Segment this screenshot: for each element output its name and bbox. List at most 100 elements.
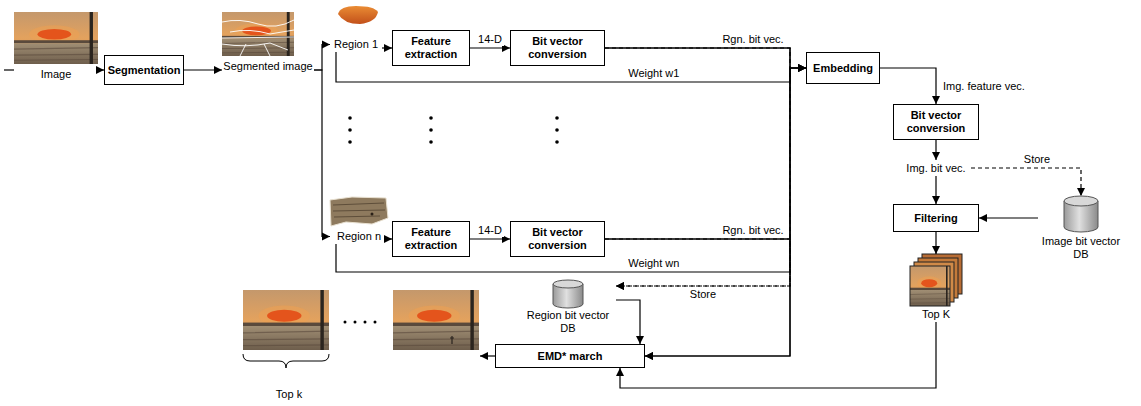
region-n-picture (330, 197, 388, 226)
database-node: Region bit vector DB (520, 280, 616, 336)
process-box: EMD* march (495, 344, 645, 368)
node-text: Top K (922, 308, 950, 321)
dot (348, 116, 352, 120)
input-line (4, 69, 14, 70)
node-text: Image (41, 68, 72, 81)
region-node: Region n (330, 194, 388, 244)
flow-arrow (605, 48, 806, 68)
database-node: Image bit vector DB (1038, 196, 1124, 262)
dot (429, 128, 433, 132)
node-text: Embedding (813, 62, 873, 75)
top-k-stack (910, 254, 962, 306)
flow-arrow (616, 300, 640, 344)
region-1-picture (338, 6, 378, 24)
edge-label: Store (688, 288, 718, 301)
node-text: Bit vector conversion (899, 109, 973, 135)
bracket (243, 354, 329, 368)
wood-strip (330, 197, 388, 226)
store-arrow (605, 239, 790, 286)
flow-arrow (880, 68, 936, 104)
person-figure (450, 336, 454, 344)
result-images (243, 290, 479, 368)
edge-label: 14-D (476, 224, 504, 237)
node-text: Bit vector conversion (516, 226, 599, 252)
result-image (243, 290, 329, 350)
region-node: Region 1 (330, 4, 382, 52)
node-text: Feature extraction (398, 226, 464, 252)
process-box: Bit vector conversion (510, 221, 605, 257)
dot (344, 321, 347, 324)
result-image (393, 290, 479, 350)
flow-arrow (314, 70, 330, 237)
stack-front (910, 266, 950, 306)
wood-knot (371, 213, 374, 216)
dot (364, 321, 367, 324)
image-node: Image (14, 12, 98, 82)
image-db-cylinder (1064, 196, 1098, 232)
store-arrow (605, 48, 790, 286)
edge-label: Rgn. bit vec. (720, 224, 785, 237)
image-stack-node: Top K (906, 254, 966, 322)
flow-arrow (979, 217, 1038, 218)
flow-arrow (382, 47, 392, 48)
node-text: Region n (337, 230, 381, 243)
flow-arrow (605, 68, 806, 239)
store-arrow (971, 168, 1081, 196)
dot (374, 321, 377, 324)
process-box: Embedding (806, 52, 880, 84)
stack-front-border (910, 266, 950, 306)
dot (348, 128, 352, 132)
node-text: Region bit vector DB (520, 309, 616, 335)
flow-arrow (605, 239, 790, 356)
node-text: Img. bit vec. (906, 162, 965, 175)
result-node: Top k (240, 288, 480, 402)
dot (429, 116, 433, 120)
process-box: Feature extraction (392, 221, 470, 257)
flow-arrow (935, 232, 936, 254)
process-box: Feature extraction (392, 30, 470, 66)
image-node: Segmented image (222, 12, 314, 74)
edge-label: Weight wn (626, 257, 681, 270)
node-text: Segmentation (108, 64, 181, 77)
edge-label: Weight w1 (626, 67, 681, 80)
node-text: Feature extraction (398, 35, 464, 61)
node-text: Region 1 (334, 38, 378, 51)
region-db-cylinder (553, 280, 583, 308)
dot (429, 140, 433, 144)
node-text: Image bit vector DB (1038, 235, 1124, 261)
flow-arrow (935, 140, 936, 160)
dot (354, 321, 357, 324)
edge-label: Store (1022, 153, 1052, 166)
flow-arrow (620, 322, 936, 388)
flow-arrow (184, 69, 222, 70)
flow-arrow (470, 47, 510, 48)
edge-label: Img. feature vec. (941, 80, 1027, 93)
flow-arrow (314, 45, 330, 71)
edge-label: Rgn. bit vec. (720, 33, 785, 46)
wood-grain (333, 203, 385, 217)
flow-arrow (480, 355, 495, 356)
dot (555, 140, 559, 144)
process-box: Segmentation (104, 55, 184, 85)
node-text: Bit vector conversion (516, 35, 599, 61)
segmented-image (222, 12, 294, 56)
node-text: Filtering (914, 212, 957, 225)
flow-arrow (605, 48, 790, 356)
segment-borders (222, 20, 294, 56)
flow-arrow (935, 176, 936, 204)
dot (555, 128, 559, 132)
connectors (98, 45, 1081, 389)
node-text: Segmented image (223, 60, 312, 73)
dot (555, 116, 559, 120)
process-box: Filtering (893, 204, 979, 232)
process-box: Bit vector conversion (893, 104, 979, 140)
cylinder-top (1064, 196, 1098, 206)
flow-arrow (470, 238, 510, 239)
node-text: Top k (243, 388, 335, 401)
edge-label: 14-D (476, 33, 504, 46)
cylinder-top (553, 280, 583, 288)
data-label-node: Img. bit vec. (901, 160, 971, 176)
